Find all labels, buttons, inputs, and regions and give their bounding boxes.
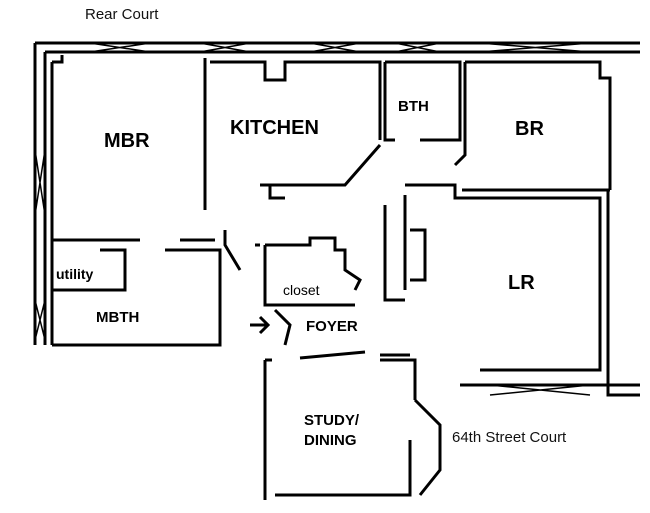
- entry-arrow-icon: [250, 315, 271, 335]
- room-foyer: FOYER: [306, 318, 358, 335]
- outer-right-walls: [460, 190, 640, 397]
- br-walls: [453, 60, 612, 192]
- room-utility: utility: [56, 266, 94, 282]
- room-mbr: MBR: [104, 130, 150, 152]
- street-court-label: 64th Street Court: [452, 429, 567, 446]
- foyer-walls: [273, 308, 410, 360]
- utility-walls: [52, 248, 222, 347]
- windows: [34, 42, 591, 396]
- room-mbth: MBTH: [96, 309, 140, 326]
- room-study-line2: DINING: [304, 432, 357, 449]
- room-study-line1: STUDY/: [304, 412, 360, 429]
- room-closet: closet: [283, 282, 320, 298]
- kitchen-walls: [210, 60, 382, 200]
- closet-walls: [263, 236, 362, 307]
- lr-walls: [383, 183, 602, 372]
- mbr-walls: [50, 55, 215, 345]
- hall-walls: [223, 230, 260, 271]
- study-walls: [263, 358, 442, 500]
- room-kitchen: KITCHEN: [230, 117, 319, 139]
- rear-court-label: Rear Court: [85, 6, 159, 23]
- room-lr: LR: [508, 272, 535, 294]
- bth-walls: [383, 60, 462, 142]
- room-bth: BTH: [398, 98, 429, 115]
- room-br: BR: [515, 118, 544, 140]
